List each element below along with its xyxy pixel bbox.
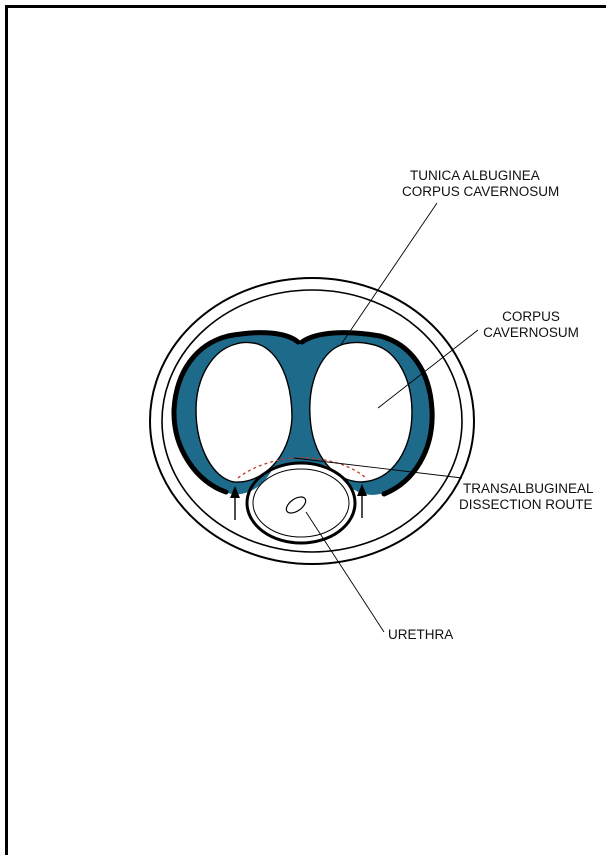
label-corpus-cavernosum: CORPUS CAVERNOSUM: [476, 309, 586, 341]
label-corpus-line1: CORPUS: [476, 309, 586, 325]
leader-tunica: [340, 203, 437, 346]
label-tunica-albuginea: TUNICA ALBUGINEA: [410, 168, 516, 184]
corpus-cavernosum-left: [196, 343, 292, 483]
label-dissection-route: TRANSALBUGINEAL DISSECTION ROUTE: [463, 481, 594, 513]
label-tunica-line1: TUNICA ALBUGINEA: [410, 168, 516, 184]
label-tunica-line2: CORPUS CAVERNOSUM: [402, 184, 542, 200]
label-route-line1: TRANSALBUGINEAL: [463, 481, 594, 497]
label-corpus-line2: CAVERNOSUM: [476, 325, 586, 341]
label-route-line2: DISSECTION ROUTE: [459, 497, 594, 513]
label-urethra: URETHRA: [388, 627, 453, 643]
corpus-cavernosum-right: [310, 343, 412, 483]
label-urethra-text: URETHRA: [388, 627, 453, 643]
label-tunica-albuginea-2: CORPUS CAVERNOSUM: [402, 184, 542, 200]
leader-urethra: [306, 512, 384, 632]
